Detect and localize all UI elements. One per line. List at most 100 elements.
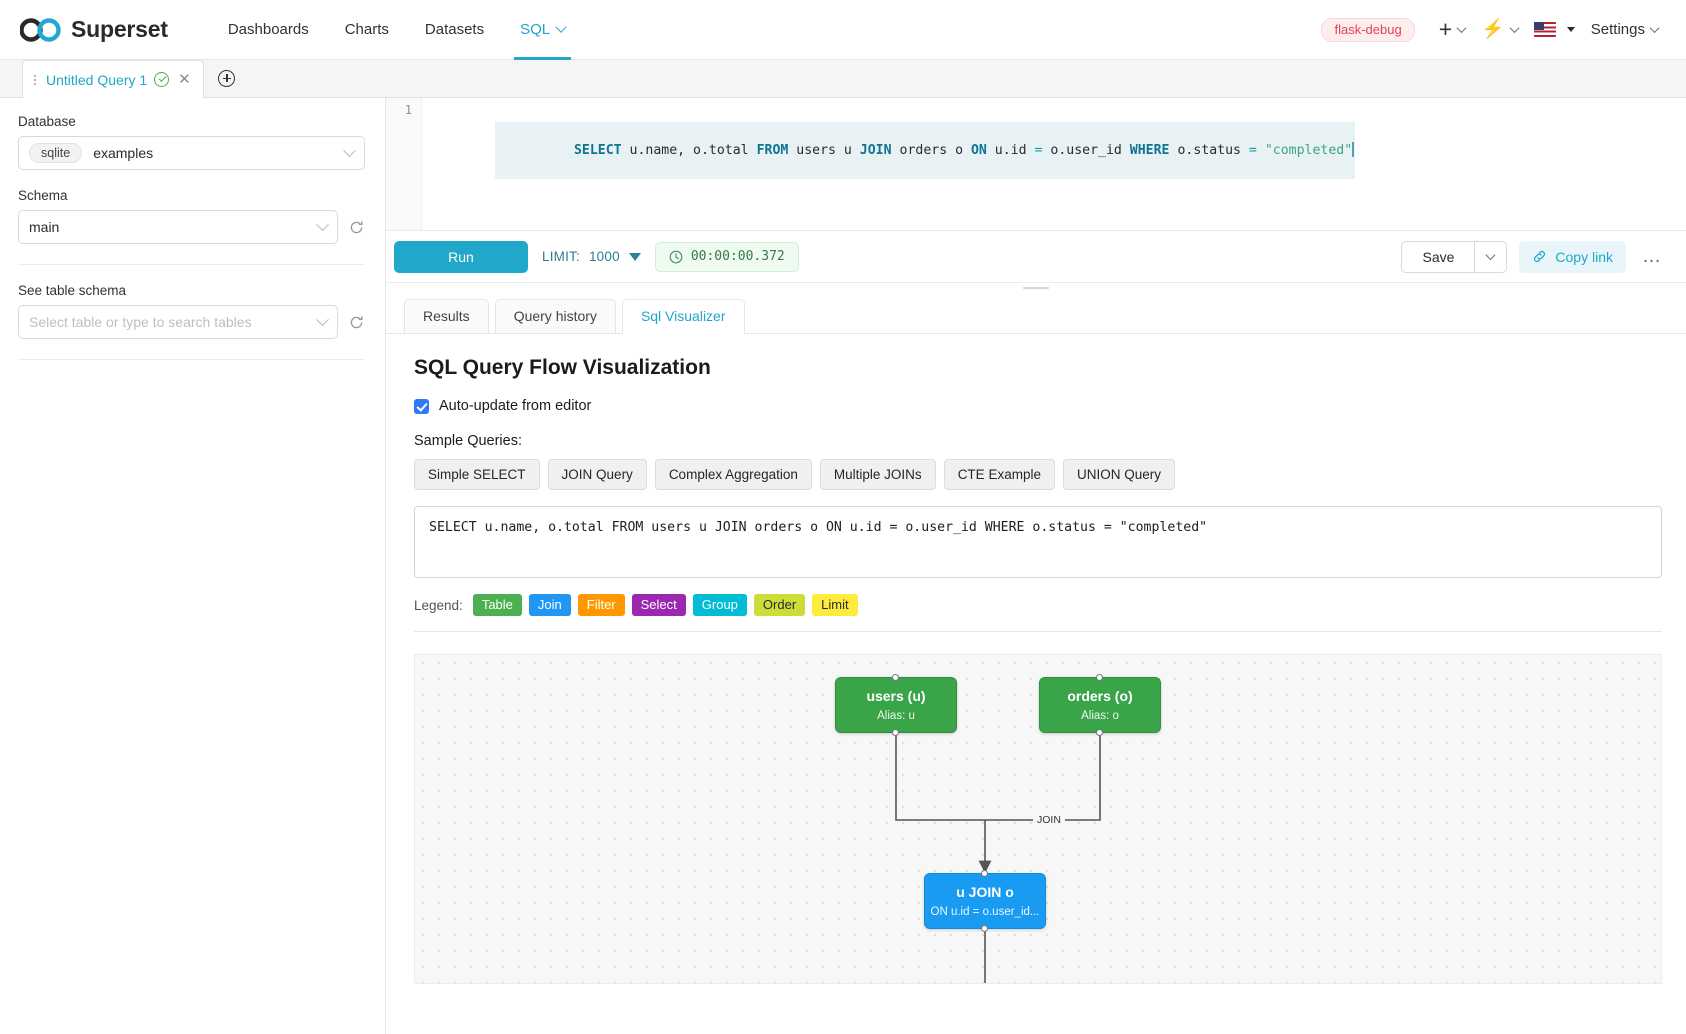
node-handle-bottom[interactable] [981,925,988,932]
flow-node-orders[interactable]: orders (o) Alias: o [1039,674,1161,736]
sql-token: u.name, o.total [621,143,757,158]
sql-token: FROM [756,143,789,158]
database-select[interactable]: sqlite examples [18,136,365,170]
add-tab-icon [218,69,236,87]
nav-link-datasets-label: Datasets [424,21,485,38]
limit-dropdown[interactable]: LIMIT: 1000 [542,249,641,264]
node-handle-top[interactable] [981,870,988,877]
chevron-down-icon [316,312,329,326]
visualizer-scroll: SQL Query Flow Visualization Auto-update… [386,334,1686,1034]
legend-badge-filter: Filter [577,594,625,616]
bolt-icon: ⚡ [1481,19,1505,40]
link-icon [1534,251,1546,262]
editor-line-number: 1 [404,103,412,117]
close-icon[interactable]: ✕ [178,71,191,88]
pane-resize-handle[interactable] [386,283,1686,293]
query-tab-untitled-query-1[interactable]: Untitled Query 1 ✕ [22,60,204,98]
run-button[interactable]: Run [394,240,528,273]
query-textarea[interactable] [414,506,1662,578]
settings-menu[interactable]: Settings [1585,17,1664,42]
nav-link-datasets[interactable]: Datasets [407,0,502,60]
sql-token: users u [788,143,860,158]
superset-logo-icon [20,17,61,42]
query-tab-bar: Untitled Query 1 ✕ [0,60,1686,98]
nav-link-sql-label: SQL [520,21,551,38]
flow-node-join[interactable]: u JOIN o ON u.id = o.user_id... [924,870,1046,932]
refresh-icon[interactable] [348,219,365,236]
result-tabs: Results Query history Sql Visualizer [386,293,1686,334]
nav-link-sql[interactable]: SQL [502,0,583,60]
sql-token: orders o [891,143,971,158]
flow-node-orders-subtitle: Alias: o [1081,709,1119,722]
result-tabs-underline [386,333,1686,334]
node-handle-top[interactable] [892,674,899,681]
sample-button-cte-example[interactable]: CTE Example [943,459,1055,490]
database-value: examples [93,145,154,161]
caret-down-icon [1566,27,1575,32]
schema-select[interactable]: main [18,210,338,244]
chevron-down-icon [316,217,329,231]
refresh-icon[interactable] [348,314,365,331]
node-handle-bottom[interactable] [1096,729,1103,736]
quick-actions-button[interactable]: ⚡ [1475,16,1524,43]
toolbar-right-group: Save Copy link … [1401,240,1666,273]
flow-node-users-title: users (u) [866,688,926,705]
legend-badge-group: Group [692,594,747,616]
flow-canvas[interactable]: users (u) Alias: u orders (o) Alias: o u… [414,654,1662,984]
sample-button-union-query[interactable]: UNION Query [1062,459,1175,490]
flow-edges [895,733,1101,983]
us-flag-icon [1533,22,1556,37]
main-body: Database sqlite examples Schema main See… [0,98,1686,1034]
language-selector[interactable] [1528,18,1581,41]
sql-token: WHERE [1129,143,1170,158]
chevron-down-icon [1456,23,1467,34]
sample-button-complex-aggregation[interactable]: Complex Aggregation [654,459,812,490]
drag-handle-icon[interactable] [31,74,39,85]
chevron-down-icon [1485,250,1496,261]
save-button[interactable]: Save [1401,240,1475,273]
sample-button-simple-select[interactable]: Simple SELECT [414,459,540,490]
sample-button-multiple-joins[interactable]: Multiple JOINs [819,459,936,490]
clock-icon [669,250,683,263]
node-handle-bottom[interactable] [892,729,899,736]
more-options-button[interactable]: … [1642,245,1662,267]
nav-link-charts[interactable]: Charts [327,0,407,60]
nav-links: Dashboards Charts Datasets SQL [210,0,583,60]
navbar-right: flask-debug + ⚡ Settings [1321,14,1664,45]
chevron-down-icon [1649,23,1660,34]
database-row: sqlite examples [18,136,365,170]
limit-value: 1000 [588,249,620,264]
flow-node-join-subtitle: ON u.id = o.user_id... [930,905,1040,918]
sql-token: JOIN [859,143,892,158]
auto-update-checkbox[interactable] [414,398,429,414]
copy-link-button[interactable]: Copy link [1519,240,1626,273]
sql-token [1257,143,1265,158]
new-item-button[interactable]: + [1433,14,1471,45]
editor-toolbar: Run LIMIT: 1000 00:00:00.372 Save [386,231,1686,283]
tab-query-history[interactable]: Query history [494,299,616,334]
tab-sql-visualizer[interactable]: Sql Visualizer [621,299,745,334]
flow-node-users[interactable]: users (u) Alias: u [835,674,957,736]
legend-badge-join: Join [528,594,571,616]
table-search-input[interactable]: Select table or type to search tables [18,305,338,339]
add-query-tab-button[interactable] [204,59,250,97]
sample-button-join-query[interactable]: JOIN Query [547,459,647,490]
sql-token: "completed" [1264,143,1353,158]
editor-code-area[interactable]: SELECT u.name, o.total FROM users u JOIN… [422,98,1686,230]
auto-update-row: Auto-update from editor [414,398,1662,414]
legend-label: Legend: [414,597,463,613]
database-engine-chip: sqlite [29,143,83,163]
node-handle-top[interactable] [1096,674,1103,681]
sql-token: o.status [1169,143,1249,158]
sql-editor[interactable]: 1 SELECT u.name, o.total FROM users u JO… [386,98,1686,231]
visualizer-panel: SQL Query Flow Visualization Auto-update… [386,334,1686,984]
chevron-down-icon [343,143,356,157]
superset-brand[interactable]: Superset [20,16,168,43]
save-dropdown-button[interactable] [1474,240,1508,273]
sample-queries-label: Sample Queries: [414,433,522,449]
sidebar-divider [18,264,365,265]
tab-results[interactable]: Results [404,299,489,334]
sql-token: u.id [986,143,1035,158]
database-label: Database [18,114,76,129]
nav-link-dashboards[interactable]: Dashboards [210,0,327,60]
